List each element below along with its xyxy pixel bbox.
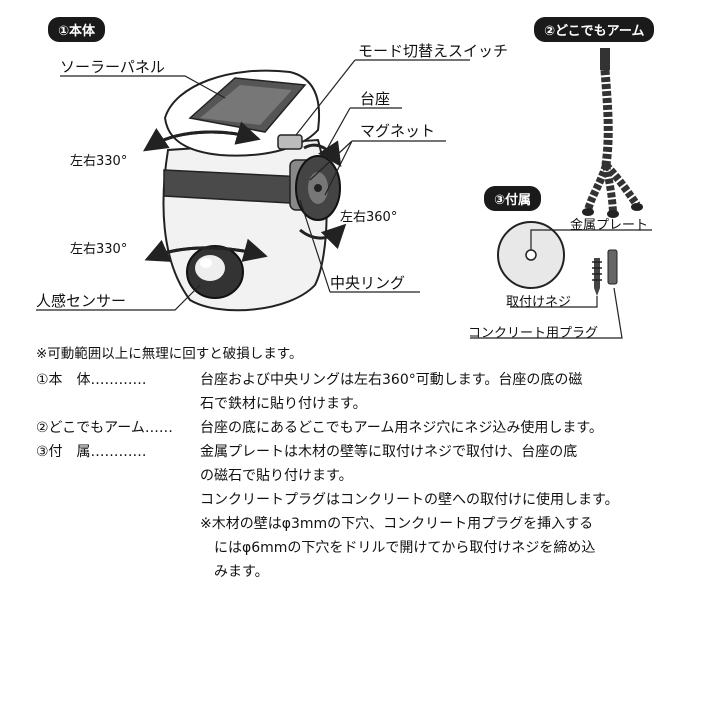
term-accessories: ③付 属………… xyxy=(36,444,147,460)
desc-line: コンクリートプラグはコンクリートの壁への取付けに使用します。 xyxy=(200,492,619,508)
flexible-arm xyxy=(582,48,643,218)
term-main-unit: ①本 体………… xyxy=(36,372,147,388)
label-screw: 取付けネジ xyxy=(506,295,572,310)
desc-line: 台座の底にあるどこでもアーム用ネジ穴にネジ込み使用します。 xyxy=(200,420,603,436)
label-motion-sensor: 人感センサー xyxy=(36,292,127,310)
label-solar-panel: ソーラーパネル xyxy=(60,58,165,76)
leader-lines xyxy=(36,59,470,311)
label-rotation-base: 左右360° xyxy=(340,210,398,225)
badge-flexible-arm: ②どこでもアーム xyxy=(534,17,655,42)
label-center-ring: 中央リング xyxy=(330,274,406,292)
badge-accessories: ③付属 xyxy=(484,186,542,211)
label-rotation-bottom: 左右330° xyxy=(70,242,128,257)
accessory-leader-lines xyxy=(470,229,652,339)
base-mount xyxy=(289,155,341,221)
desc-subnote-line: にはφ6mmの下穴をドリルで開けてから取付けネジを締め込 xyxy=(214,540,596,556)
label-base: 台座 xyxy=(360,90,391,108)
caution-note: ※可動範囲以上に無理に回すと破損します。 xyxy=(36,346,303,362)
badge-main-unit: ①本体 xyxy=(48,17,106,42)
label-magnet: マグネット xyxy=(360,122,436,140)
desc-line: 石で鉄材に貼り付けます。 xyxy=(200,396,367,412)
screw xyxy=(592,258,602,296)
label-rotation-top: 左右330° xyxy=(70,154,128,169)
label-metal-plate: 金属プレート xyxy=(570,218,649,233)
description-accessories: ③付 属………… 金属プレートは木材の壁等に取付けネジで取付け、台座の底 の磁石… xyxy=(36,440,686,584)
concrete-plug xyxy=(607,249,618,285)
desc-subnote-line: みます。 xyxy=(214,564,269,580)
label-mode-switch: モード切替えスイッチ xyxy=(358,42,509,60)
desc-line: の磁石で貼り付けます。 xyxy=(200,468,353,484)
label-concrete-plug: コンクリート用プラグ xyxy=(468,326,599,341)
mode-switch xyxy=(277,134,303,150)
description-flexible-arm: ②どこでもアーム…… 台座の底にあるどこでもアーム用ネジ穴にネジ込み使用します。 xyxy=(36,416,686,440)
desc-line: 台座および中央リングは左右360°可動します。台座の底の磁 xyxy=(200,372,583,388)
metal-plate xyxy=(497,221,565,289)
desc-line: 金属プレートは木材の壁等に取付けネジで取付け、台座の底 xyxy=(200,444,578,460)
description-main-unit: ①本 体………… 台座および中央リングは左右360°可動します。台座の底の磁 石… xyxy=(36,368,686,416)
description-list: ①本 体………… 台座および中央リングは左右360°可動します。台座の底の磁 石… xyxy=(36,368,686,584)
rotation-arrows xyxy=(143,121,347,262)
camera-body xyxy=(162,69,341,312)
term-flexible-arm: ②どこでもアーム…… xyxy=(36,420,173,436)
desc-subnote-line: ※木材の壁はφ3mmの下穴、コンクリート用プラグを挿入する xyxy=(200,516,594,532)
